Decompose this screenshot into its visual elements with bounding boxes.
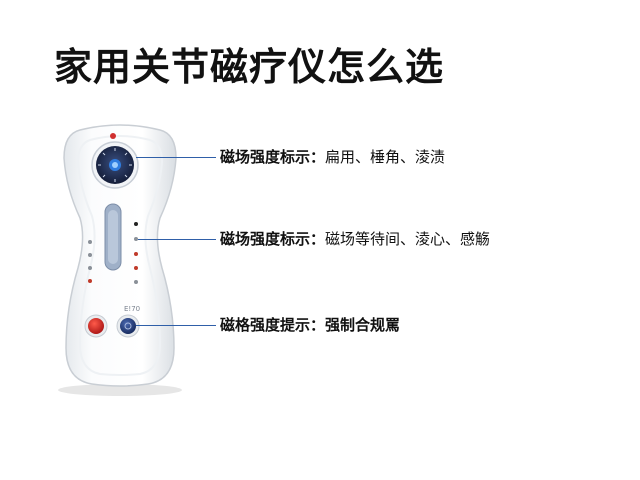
right-indicator-dots bbox=[134, 222, 138, 284]
annotation-1-label: 磁场强度标示： bbox=[220, 148, 326, 166]
annotation-1-value: 扁用、棰角、淩渍 bbox=[325, 148, 446, 166]
device-illustration: E!70 bbox=[58, 124, 182, 396]
connector-line-3 bbox=[136, 325, 216, 326]
blue-mode-button[interactable] bbox=[120, 318, 136, 334]
annotation-2-value: 磁场等待间、淩心、感觞 bbox=[325, 230, 491, 248]
annotation-3-value: 强制合规罵 bbox=[325, 316, 401, 334]
connector-line-1 bbox=[136, 157, 216, 158]
annotation-2-label: 磁场强度标示： bbox=[220, 230, 326, 248]
annotation-2: 磁场强度标示：磁场等待间、淩心、感觞 bbox=[220, 232, 490, 247]
connector-line-2 bbox=[138, 239, 216, 240]
left-indicator-dots bbox=[88, 240, 92, 283]
page-title: 家用关节磁疗仪怎么选 bbox=[54, 45, 445, 89]
annotation-3: 磁格强度提示：强制合规罵 bbox=[220, 318, 400, 333]
annotation-3-label: 磁格强度提示： bbox=[220, 316, 326, 334]
model-label: E!70 bbox=[124, 305, 140, 313]
red-power-button[interactable] bbox=[88, 318, 104, 334]
magnetic-therapy-device: E!70 bbox=[40, 118, 200, 398]
annotation-1: 磁场强度标示：扁用、棰角、淩渍 bbox=[220, 150, 445, 165]
power-led-icon bbox=[110, 133, 116, 139]
